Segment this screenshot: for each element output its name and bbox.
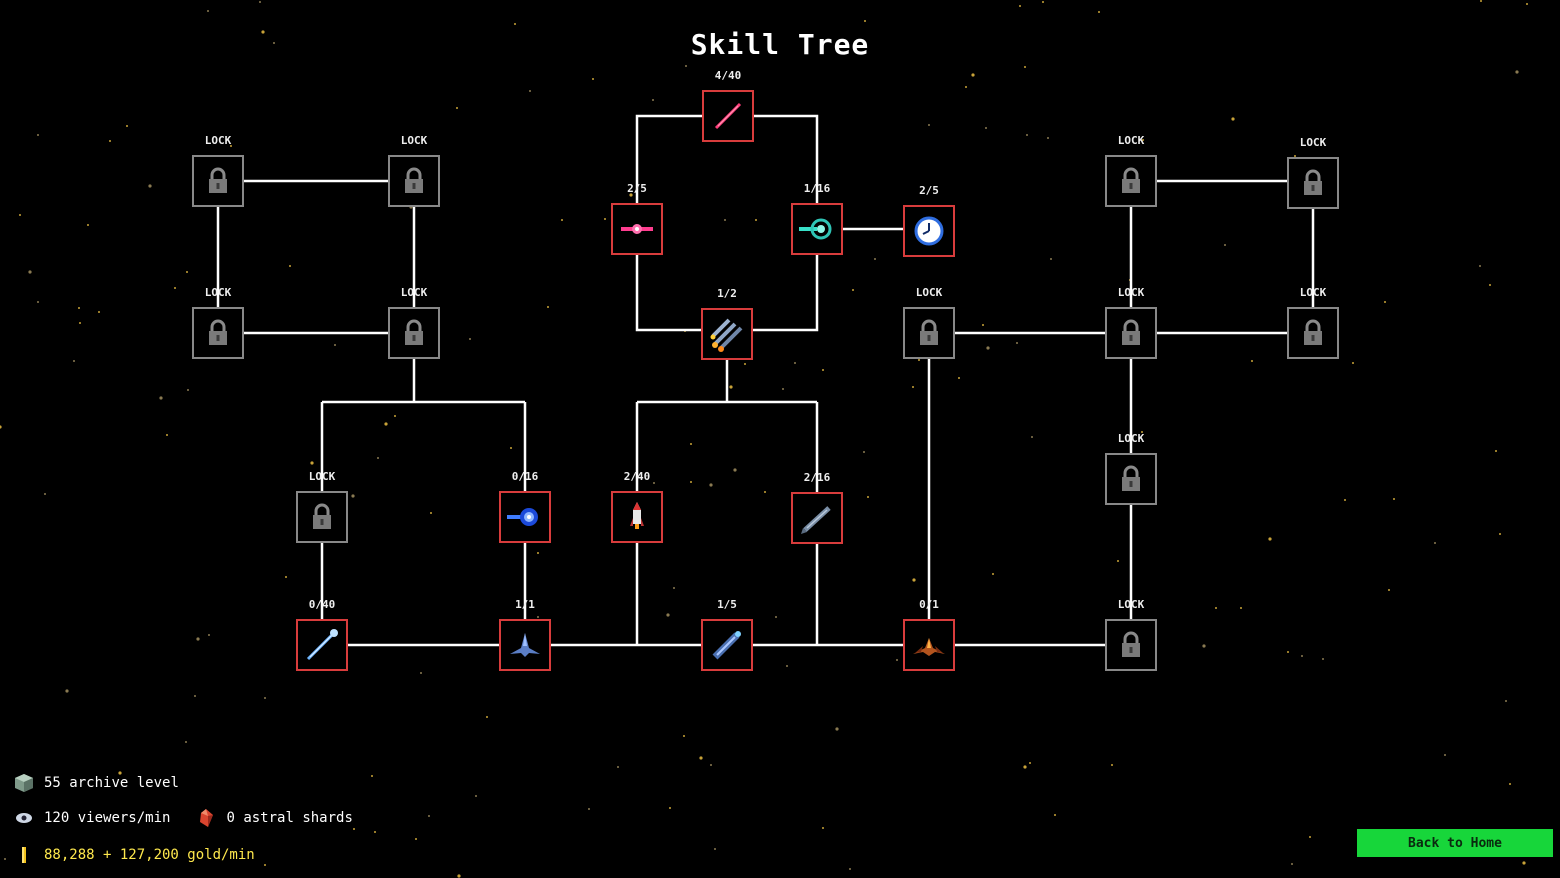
pink-laser-icon xyxy=(611,203,663,255)
ice-beam-icon xyxy=(296,619,348,671)
skill-node-label: LOCK xyxy=(204,286,232,299)
shards-value: 0 xyxy=(226,810,235,826)
skill-node-label: 1/2 xyxy=(717,287,737,300)
skill-node-label: 4/40 xyxy=(714,69,742,82)
gold-text: 88,288 + 127,200 gold/min xyxy=(44,847,255,863)
lock-icon xyxy=(1105,155,1157,207)
skill-node-label: LOCK xyxy=(915,286,943,299)
archive-level-stat: 55 archive level xyxy=(12,771,179,795)
skill-node-lock-d5[interactable]: LOCK xyxy=(1105,432,1157,505)
skill-node-label: LOCK xyxy=(1299,286,1327,299)
skill-node-label: LOCK xyxy=(400,286,428,299)
skill-node-lock-d1[interactable]: LOCK xyxy=(1105,134,1157,207)
teal-core-icon xyxy=(791,203,843,255)
skill-node-lock-c1[interactable]: LOCK xyxy=(903,286,955,359)
laser-slash-icon xyxy=(702,90,754,142)
back-to-home-button[interactable]: Back to Home xyxy=(1357,829,1553,857)
skill-node-label: LOCK xyxy=(1117,432,1145,445)
archive-level-label: archive level xyxy=(69,775,179,791)
skill-node-label: 1/16 xyxy=(803,182,831,195)
missile-salvo-icon xyxy=(701,308,753,360)
lock-icon xyxy=(1287,157,1339,209)
skill-node-lock-d6[interactable]: LOCK xyxy=(1105,598,1157,671)
skill-node-lock-d3[interactable]: LOCK xyxy=(1105,286,1157,359)
skill-node-lock-a3[interactable]: LOCK xyxy=(192,286,244,359)
skill-node-lock-a2[interactable]: LOCK xyxy=(388,134,440,207)
skill-node-label: 1/5 xyxy=(717,598,737,611)
skill-node-missiles[interactable]: 1/2 xyxy=(701,287,753,360)
skill-node-label: 1/1 xyxy=(515,598,535,611)
lock-icon xyxy=(1105,619,1157,671)
eye-icon xyxy=(12,806,36,830)
skill-node-label: 0/16 xyxy=(511,470,539,483)
skill-node-clock[interactable]: 2/5 xyxy=(903,184,955,257)
skill-node-label: LOCK xyxy=(1117,598,1145,611)
archive-cube-icon xyxy=(12,771,36,795)
skill-node-teal-core[interactable]: 1/16 xyxy=(791,182,843,255)
lock-icon xyxy=(1105,453,1157,505)
skill-node-lock-d4[interactable]: LOCK xyxy=(1287,286,1339,359)
viewers-label: viewers/min xyxy=(77,810,171,826)
skill-node-torpedo[interactable]: 2/16 xyxy=(791,471,843,544)
skill-node-lock-b1[interactable]: LOCK xyxy=(296,470,348,543)
skill-node-label: LOCK xyxy=(204,134,232,147)
stats-row: 120 viewers/min 0 astral shards xyxy=(12,806,353,830)
shards-label: astral shards xyxy=(243,810,353,826)
clock-icon xyxy=(903,205,955,257)
lock-icon xyxy=(388,307,440,359)
astral-shard-icon xyxy=(196,806,216,830)
skill-node-rocket[interactable]: 2/40 xyxy=(611,470,663,543)
skill-node-lock-a4[interactable]: LOCK xyxy=(388,286,440,359)
skill-node-label: 2/40 xyxy=(623,470,651,483)
lock-icon xyxy=(388,155,440,207)
gold-stat: 88,288 + 127,200 gold/min xyxy=(12,843,255,867)
lock-icon xyxy=(296,491,348,543)
page-title: Skill Tree xyxy=(690,28,870,61)
skill-node-label: LOCK xyxy=(400,134,428,147)
skill-node-label: LOCK xyxy=(1299,136,1327,149)
fighter-ship-icon xyxy=(499,619,551,671)
skill-node-lock-d2[interactable]: LOCK xyxy=(1287,136,1339,209)
viewers-stat: 120 viewers/min xyxy=(12,806,170,830)
skill-node-blue-orb[interactable]: 0/16 xyxy=(499,470,551,543)
lock-icon xyxy=(192,307,244,359)
archive-level-value: 55 xyxy=(44,775,61,791)
skill-node-label: 0/40 xyxy=(308,598,336,611)
shards-stat: 0 astral shards xyxy=(196,806,353,830)
fire-wings-icon xyxy=(903,619,955,671)
skill-node-blue-beam[interactable]: 0/40 xyxy=(296,598,348,671)
skill-node-label: 2/5 xyxy=(919,184,939,197)
skill-node-blue-ship[interactable]: 1/5 xyxy=(701,598,753,671)
rocket-icon xyxy=(611,491,663,543)
gold-icon xyxy=(12,843,36,867)
skill-node-label: LOCK xyxy=(1117,286,1145,299)
skill-node-label: LOCK xyxy=(308,470,336,483)
skill-node-label: 2/5 xyxy=(627,182,647,195)
blue-orb-cannon-icon xyxy=(499,491,551,543)
viewers-value: 120 xyxy=(44,810,70,826)
skill-node-lock-a1[interactable]: LOCK xyxy=(192,134,244,207)
skill-node-label: LOCK xyxy=(1117,134,1145,147)
lock-icon xyxy=(903,307,955,359)
blue-cruiser-icon xyxy=(701,619,753,671)
skill-node-blue-fighter[interactable]: 1/1 xyxy=(499,598,551,671)
skill-node-pink-laser[interactable]: 2/5 xyxy=(611,182,663,255)
lock-icon xyxy=(192,155,244,207)
torpedo-icon xyxy=(791,492,843,544)
skill-node-slash[interactable]: 4/40 xyxy=(702,69,754,142)
skill-node-wings[interactable]: 0/1 xyxy=(903,598,955,671)
skill-node-label: 2/16 xyxy=(803,471,831,484)
skill-node-label: 0/1 xyxy=(919,598,939,611)
lock-icon xyxy=(1287,307,1339,359)
lock-icon xyxy=(1105,307,1157,359)
